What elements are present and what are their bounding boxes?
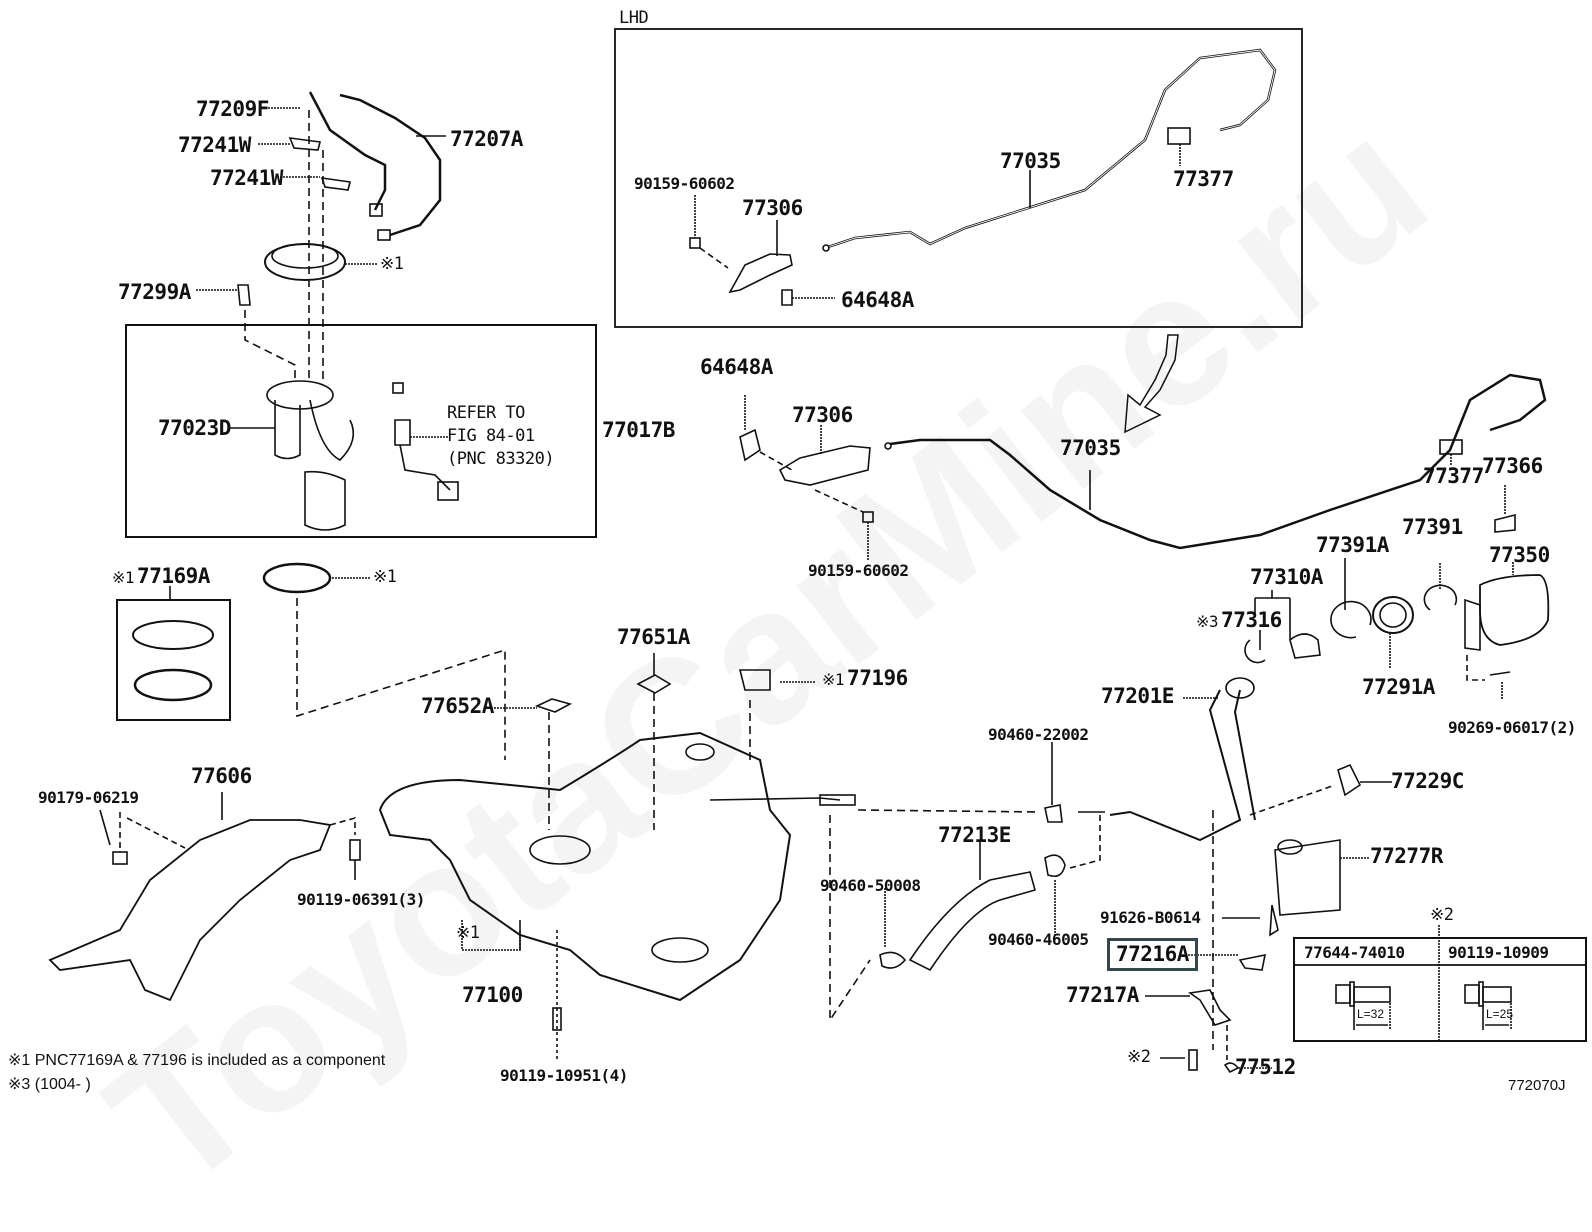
footnote-3: ※3 (1004- ) bbox=[8, 1076, 91, 1093]
kit-77169A-frame bbox=[116, 599, 231, 721]
vent-hose-77213E bbox=[908, 871, 1036, 972]
gasket-ring bbox=[262, 562, 332, 594]
part-label-77035-lhd[interactable]: 77035 bbox=[1000, 149, 1061, 173]
part-label-77217A[interactable]: 77217A bbox=[1066, 983, 1139, 1007]
note-mark: ※1 bbox=[112, 568, 135, 587]
part-label-77306-lhd[interactable]: 77306 bbox=[742, 196, 803, 220]
filler-gasket-77291A bbox=[1372, 596, 1414, 634]
part-label-77241W-a[interactable]: 77241W bbox=[178, 133, 251, 157]
bolt-table-length-2: L=25 bbox=[1486, 1007, 1514, 1021]
part-label-77377[interactable]: 77377 bbox=[1423, 464, 1484, 488]
part-label-90460-46005[interactable]: 90460-46005 bbox=[988, 930, 1089, 949]
part-label-77306[interactable]: 77306 bbox=[792, 403, 853, 427]
part-label-64648A-lhd[interactable]: 64648A bbox=[841, 288, 914, 312]
part-label-91626-B0614[interactable]: 91626-B0614 bbox=[1100, 908, 1201, 927]
pump-assembly-frame bbox=[125, 324, 597, 538]
part-label-77652A[interactable]: 77652A bbox=[421, 694, 494, 718]
part-label-90159-60602-lhd[interactable]: 90159-60602 bbox=[634, 174, 735, 193]
part-label-77023D[interactable]: 77023D bbox=[158, 416, 231, 440]
fuel-tank-outline bbox=[378, 731, 792, 1002]
part-number: 77196 bbox=[847, 666, 908, 690]
part-label-77209F[interactable]: 77209F bbox=[196, 97, 269, 121]
note-mark-1-tank: ※1 bbox=[456, 923, 480, 943]
figure-code: 772070J bbox=[1508, 1077, 1566, 1094]
protector-77606 bbox=[48, 819, 332, 1002]
lhd-lever-shape bbox=[728, 253, 793, 294]
part-label-77377-lhd[interactable]: 77377 bbox=[1173, 167, 1234, 191]
part-label-90159-60602[interactable]: 90159-60602 bbox=[808, 561, 909, 580]
part-label-90460-22002[interactable]: 90460-22002 bbox=[988, 725, 1089, 744]
snap-ring-77391 bbox=[1423, 584, 1458, 611]
part-label-90269-06017[interactable]: 90269-06017(2) bbox=[1448, 718, 1576, 737]
part-label-77310A[interactable]: 77310A bbox=[1250, 565, 1323, 589]
note-mark-2-bolt: ※2 bbox=[1127, 1047, 1151, 1067]
part-label-77229C[interactable]: 77229C bbox=[1391, 769, 1464, 793]
part-label-77651A[interactable]: 77651A bbox=[617, 625, 690, 649]
bolt-table-part-2[interactable]: 90119-10909 bbox=[1448, 943, 1549, 962]
part-label-77299A[interactable]: 77299A bbox=[118, 280, 191, 304]
part-label-90119-10951[interactable]: 90119-10951(4) bbox=[500, 1066, 628, 1085]
part-label-90179-06219[interactable]: 90179-06219 bbox=[38, 788, 139, 807]
part-label-64648A[interactable]: 64648A bbox=[700, 355, 773, 379]
part-label-77241W-b[interactable]: 77241W bbox=[210, 166, 283, 190]
note-mark-1-gasket: ※1 bbox=[373, 567, 397, 587]
part-label-90119-06391[interactable]: 90119-06391(3) bbox=[297, 890, 425, 909]
fuel-door-77350 bbox=[1479, 574, 1550, 646]
part-label-77213E[interactable]: 77213E bbox=[938, 823, 1011, 847]
part-label-77017B[interactable]: 77017B bbox=[602, 418, 675, 442]
bolt-table-part-1[interactable]: 77644-74010 bbox=[1304, 943, 1405, 962]
part-label-77216A-highlighted[interactable]: 77216A bbox=[1107, 938, 1198, 971]
inset-title-lhd: LHD bbox=[619, 8, 649, 28]
fuel-line-77207A bbox=[308, 91, 387, 211]
note-mark: ※1 bbox=[822, 670, 845, 689]
part-label-77391[interactable]: 77391 bbox=[1402, 515, 1463, 539]
arrow-indicator bbox=[1124, 334, 1179, 434]
part-label-77207A[interactable]: 77207A bbox=[450, 127, 523, 151]
part-label-77606[interactable]: 77606 bbox=[191, 764, 252, 788]
part-label-77201E[interactable]: 77201E bbox=[1101, 684, 1174, 708]
footnote-1: ※1 PNC77169A & 77196 is included as a co… bbox=[8, 1052, 386, 1069]
part-label-77291A[interactable]: 77291A bbox=[1362, 675, 1435, 699]
refer-note-line3: (PNC 83320) bbox=[447, 449, 555, 469]
part-label-77366[interactable]: 77366 bbox=[1482, 454, 1543, 478]
parts-diagram-drawing bbox=[48, 28, 1587, 1074]
filler-pipe-77201E bbox=[1109, 689, 1256, 842]
part-label-90460-50008[interactable]: 90460-50008 bbox=[820, 876, 921, 895]
opener-cable-77035 bbox=[889, 373, 1547, 550]
snap-ring-77391A bbox=[1330, 600, 1372, 639]
part-number: 77316 bbox=[1221, 608, 1282, 632]
part-number: 77169A bbox=[137, 564, 210, 588]
bolt-table-length-1: L=32 bbox=[1357, 1007, 1385, 1021]
opener-lever-77306 bbox=[778, 445, 871, 486]
bolt-table-mark: ※2 bbox=[1430, 905, 1454, 925]
part-label-77350[interactable]: 77350 bbox=[1489, 543, 1550, 567]
part-label-77035[interactable]: 77035 bbox=[1060, 436, 1121, 460]
refer-note-line1: REFER TO bbox=[447, 403, 525, 423]
part-label-77391A[interactable]: 77391A bbox=[1316, 533, 1389, 557]
refer-note-line2[interactable]: FIG 84-01 bbox=[447, 426, 535, 446]
lhd-inset-frame bbox=[614, 28, 1303, 328]
part-label-77277R[interactable]: 77277R bbox=[1370, 844, 1443, 868]
note-mark: ※3 bbox=[1196, 612, 1219, 631]
part-label-77512[interactable]: 77512 bbox=[1235, 1055, 1296, 1079]
note-mark-1-lockring: ※1 bbox=[380, 254, 404, 274]
part-label-77100[interactable]: 77100 bbox=[462, 983, 523, 1007]
bolt-table-frame bbox=[1293, 937, 1587, 1042]
